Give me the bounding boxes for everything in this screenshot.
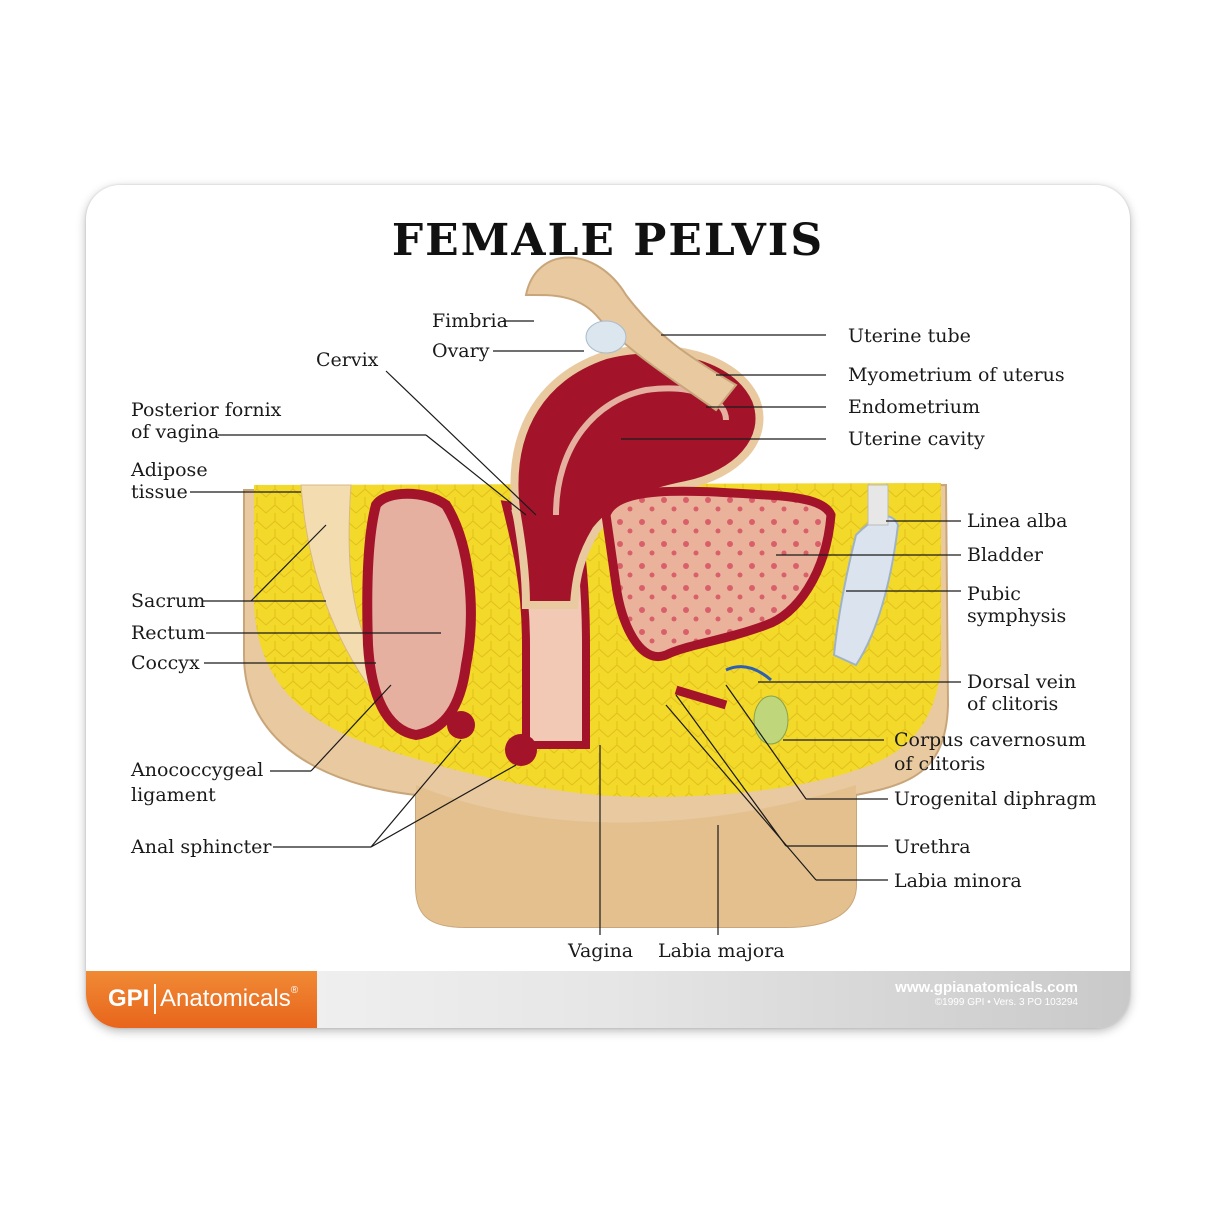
dorsal-vein bbox=[725, 665, 772, 682]
label-fimbria: Fimbria bbox=[432, 310, 508, 332]
bladder bbox=[601, 486, 836, 661]
label-linea-alba: Linea alba bbox=[967, 510, 1068, 532]
label-bladder: Bladder bbox=[967, 544, 1044, 566]
uterus bbox=[510, 345, 764, 609]
label-posterior-fornix-line2: of vagina bbox=[131, 421, 220, 443]
label-anal-sphincter: Anal sphincter bbox=[131, 836, 272, 858]
label-anococcygeal-line2: ligament bbox=[131, 784, 216, 806]
label-dorsal-vein-line2: of clitoris bbox=[967, 693, 1059, 715]
label-posterior-fornix: Posterior fornix of vagina bbox=[131, 399, 281, 443]
label-urethra: Urethra bbox=[894, 836, 971, 858]
label-corpus-line2: of clitoris bbox=[894, 753, 986, 775]
diagram-card: FEMALE PELVIS bbox=[86, 185, 1130, 1028]
label-uterine-cavity: Uterine cavity bbox=[848, 428, 985, 450]
label-adipose-line1: Adipose bbox=[131, 459, 208, 481]
label-pubic-line2: symphysis bbox=[967, 605, 1067, 627]
label-vagina: Vagina bbox=[568, 940, 634, 962]
label-pubic-line1: Pubic bbox=[967, 583, 1021, 605]
brand-logo: GPI Anatomicals® bbox=[86, 971, 317, 1028]
label-dorsal-vein-line1: Dorsal vein bbox=[967, 671, 1077, 693]
label-urogenital-diaphragm: Urogenital diphragm bbox=[894, 788, 1097, 810]
brand-anatomicals: Anatomicals® bbox=[160, 985, 299, 1012]
label-rectum: Rectum bbox=[131, 622, 206, 644]
label-uterine-tube: Uterine tube bbox=[848, 325, 971, 347]
rectum bbox=[362, 488, 476, 741]
label-anococcygeal-line1: Anococcygeal bbox=[131, 759, 264, 781]
label-myometrium: Myometrium of uterus bbox=[848, 364, 1065, 386]
brand-gpi: GPI bbox=[108, 985, 150, 1012]
label-pubic-symphysis: Pubic symphysis bbox=[967, 583, 1066, 627]
brand-separator bbox=[154, 984, 156, 1014]
uterine-tube bbox=[524, 256, 738, 412]
linea-alba bbox=[867, 484, 889, 526]
label-endometrium: Endometrium bbox=[848, 396, 981, 418]
label-cervix: Cervix bbox=[316, 349, 379, 371]
label-labia-minora: Labia minora bbox=[894, 870, 1022, 892]
label-dorsal-vein: Dorsal vein of clitoris bbox=[967, 671, 1076, 715]
label-posterior-fornix-line1: Posterior fornix bbox=[131, 399, 282, 421]
leader-lines bbox=[190, 320, 961, 935]
footer-site-info: www.gpianatomicals.com ©1999 GPI • Vers.… bbox=[895, 979, 1078, 1008]
footer-bar: GPI Anatomicals® www.gpianatomicals.com … bbox=[86, 971, 1130, 1028]
label-ovary: Ovary bbox=[432, 340, 490, 362]
label-coccyx: Coccyx bbox=[131, 652, 200, 674]
label-sacrum: Sacrum bbox=[131, 590, 206, 612]
label-anococcygeal-ligament: Anococcygeal ligament bbox=[131, 759, 263, 806]
label-adipose-tissue: Adipose tissue bbox=[131, 459, 208, 503]
pelvis-illustration bbox=[190, 256, 961, 935]
urethra bbox=[674, 685, 728, 710]
label-corpus-line1: Corpus cavernosum bbox=[894, 729, 1086, 751]
label-labia-majora: Labia majora bbox=[658, 940, 785, 962]
corpus-cavernosum bbox=[753, 695, 789, 745]
ovary bbox=[585, 320, 627, 354]
label-adipose-line2: tissue bbox=[131, 481, 188, 503]
copyright-text: ©1999 GPI • Vers. 3 PO 103294 bbox=[934, 997, 1078, 1008]
website-url[interactable]: www.gpianatomicals.com bbox=[895, 979, 1078, 996]
label-corpus-cavernosum: Corpus cavernosum of clitoris bbox=[894, 729, 1086, 775]
diagram-title: FEMALE PELVIS bbox=[391, 215, 825, 266]
